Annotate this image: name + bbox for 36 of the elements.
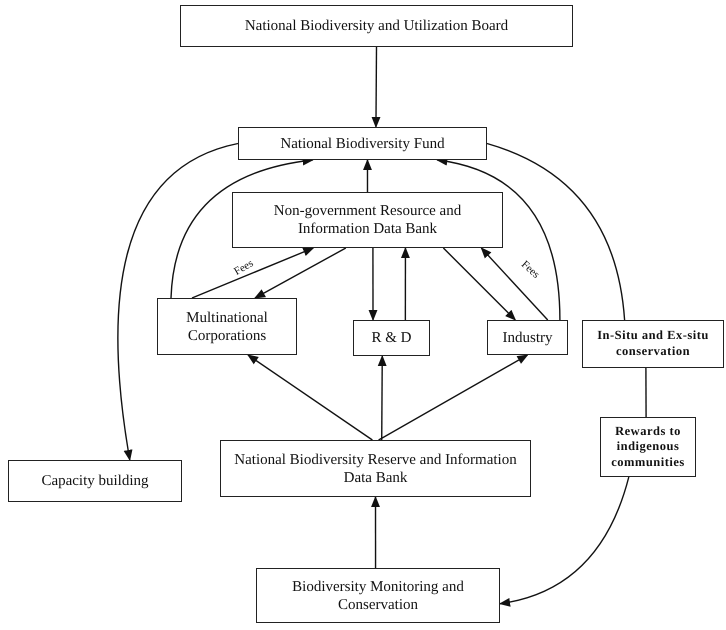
process-box bbox=[238, 127, 487, 160]
process-box bbox=[600, 417, 696, 477]
arrow bbox=[498, 476, 630, 606]
box-text: National Biodiversity and Utilization Board bbox=[244, 17, 508, 35]
box-text: Rewards to indigenous communities bbox=[610, 424, 686, 470]
box-text: R & D bbox=[371, 329, 412, 347]
arrow bbox=[368, 248, 378, 322]
arrow bbox=[400, 246, 410, 320]
process-box bbox=[157, 298, 297, 355]
arrow bbox=[371, 496, 380, 568]
process-box bbox=[180, 5, 573, 47]
arrow bbox=[117, 142, 238, 462]
arrow bbox=[363, 158, 372, 192]
box-text: Non-government Resource and Information Data Bank bbox=[272, 202, 462, 238]
box-text: National Biodiversity Fund bbox=[280, 134, 445, 152]
arrow bbox=[254, 247, 346, 299]
box-text: Industry bbox=[502, 328, 552, 346]
process-box bbox=[487, 320, 568, 355]
process-box bbox=[232, 192, 503, 248]
box-text: National Biodiversity Reserve and Information Data Bank bbox=[233, 450, 518, 486]
process-box bbox=[582, 320, 724, 368]
box-text: Biodiversity Monitoring and Conservation bbox=[291, 578, 465, 614]
process-box bbox=[353, 320, 430, 356]
arrow bbox=[480, 247, 548, 320]
arrow bbox=[247, 354, 373, 441]
arrow bbox=[442, 248, 516, 321]
process-box bbox=[220, 440, 531, 497]
box-text: In-Situ and Ex-situ conservation bbox=[596, 328, 710, 360]
box-text: Capacity building bbox=[41, 472, 149, 490]
arrow bbox=[192, 247, 314, 299]
arrow bbox=[372, 47, 380, 128]
arrow bbox=[378, 354, 528, 441]
process-box bbox=[256, 568, 500, 623]
arrow bbox=[378, 354, 387, 440]
process-box bbox=[8, 460, 182, 502]
box-text: Multinational Corporations bbox=[185, 308, 269, 344]
